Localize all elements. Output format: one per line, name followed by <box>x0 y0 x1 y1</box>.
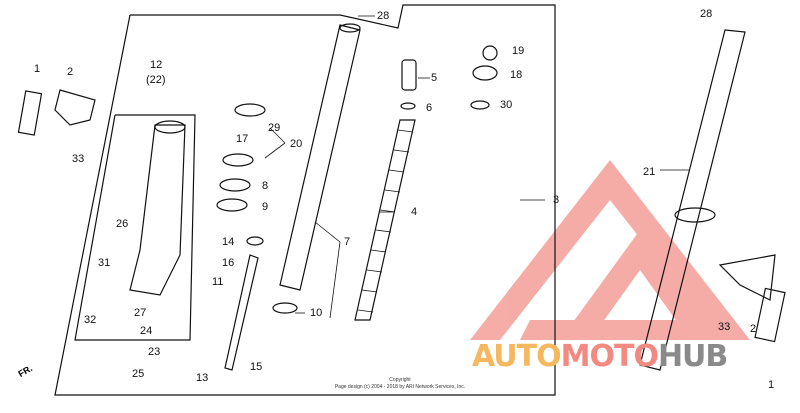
callout-19: 19 <box>512 45 525 57</box>
callout-23: 23 <box>148 346 161 358</box>
callout-9: 9 <box>262 201 269 213</box>
callout-27: 27 <box>134 307 147 319</box>
bottom-case <box>129 124 186 296</box>
copyright-notice: Copyright Page design (c) 2004 - 2018 by… <box>315 377 485 390</box>
damper-rod <box>224 254 259 371</box>
callout-11: 11 <box>212 276 224 288</box>
right-fork-assembly <box>639 29 746 371</box>
callout-1: 1 <box>768 379 775 391</box>
callout-16: 16 <box>222 257 235 269</box>
callout-15: 15 <box>250 361 263 373</box>
watermark-auto: AUTO <box>472 339 562 374</box>
copyright-text: Page design (c) 2004 - 2018 by ARI Netwo… <box>334 383 466 390</box>
callout-(22): (22) <box>146 74 166 86</box>
callout-7: 7 <box>344 236 351 248</box>
callout-20: 20 <box>290 138 303 150</box>
callout-24: 24 <box>140 325 153 337</box>
callout-14: 14 <box>222 236 235 248</box>
callout-3: 3 <box>553 194 560 206</box>
callout-33: 33 <box>72 153 85 165</box>
callout-31: 31 <box>98 257 111 269</box>
callout-12: 12 <box>150 59 163 71</box>
callout-2: 2 <box>67 66 74 78</box>
callout-21: 21 <box>643 166 656 178</box>
watermark-hub: HUB <box>657 339 728 374</box>
watermark-logo <box>470 160 750 340</box>
callout-2: 2 <box>750 323 757 335</box>
callout-33: 33 <box>718 321 731 333</box>
callout-6: 6 <box>426 102 433 114</box>
callout-25: 25 <box>132 368 145 380</box>
callout-17: 17 <box>236 133 249 145</box>
callout-4: 4 <box>411 206 418 218</box>
callout-30: 30 <box>500 99 513 111</box>
callout-26: 26 <box>116 218 129 230</box>
callout-28: 28 <box>700 8 713 20</box>
fork-spring <box>354 119 416 321</box>
callout-5: 5 <box>431 72 438 84</box>
callout-1: 1 <box>34 63 41 75</box>
callout-32: 32 <box>84 314 97 326</box>
frame-outline <box>54 4 556 396</box>
subframe-12 <box>74 114 196 341</box>
callout-10: 10 <box>310 307 323 319</box>
callout-8: 8 <box>262 180 269 192</box>
callout-29: 29 <box>268 122 281 134</box>
watermark-moto: MOTO <box>560 339 659 374</box>
fork-pipe <box>279 24 361 291</box>
callout-28: 28 <box>377 10 390 22</box>
callout-18: 18 <box>510 69 523 81</box>
callout-13: 13 <box>196 372 209 384</box>
copyright-title: Copyright <box>389 377 411 383</box>
watermark-text: AUTOMOTOHUB <box>472 339 728 374</box>
